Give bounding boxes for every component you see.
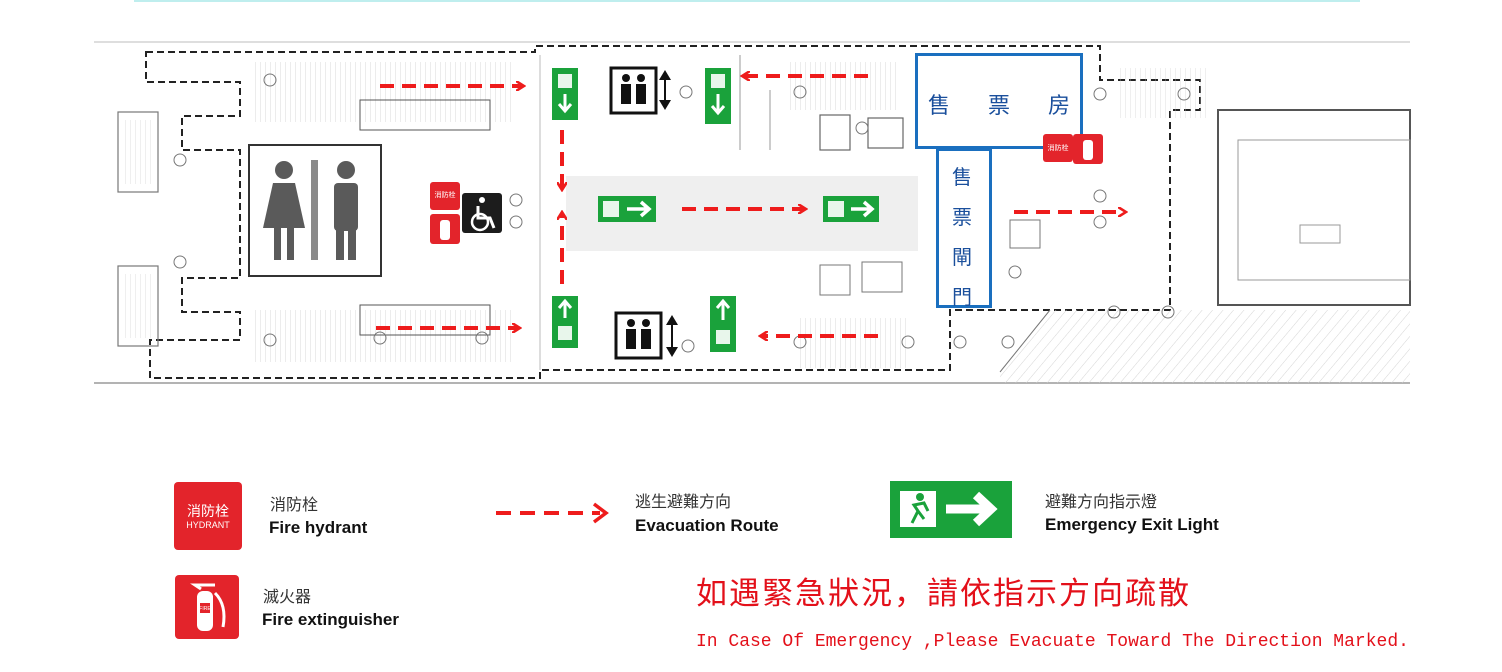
legend-exit-light-en: Emergency Exit Light bbox=[1045, 515, 1219, 534]
legend-exit-light-icon bbox=[890, 481, 1012, 538]
hydrant-icon-label: 消防栓 bbox=[1048, 143, 1069, 152]
ticket-gate-room: 售 票 閘 門 bbox=[936, 148, 992, 309]
ticket-office-char: 房 bbox=[1048, 94, 1071, 119]
legend-extinguisher-icon: FIRE bbox=[175, 575, 239, 639]
ticket-gate-char: 售 bbox=[952, 165, 972, 189]
evacuation-routes bbox=[376, 76, 1124, 336]
legend-route-zh: 逃生避難方向 bbox=[635, 492, 732, 511]
ticket-gate-char: 票 bbox=[952, 205, 972, 229]
legend-hydrant-icon-en: HYDRANT bbox=[186, 520, 230, 530]
ticket-office-char: 售 bbox=[928, 94, 951, 119]
exit-sign-icon bbox=[598, 196, 656, 222]
legend-hydrant-zh: 消防栓 bbox=[270, 495, 319, 514]
legend-route-en: Evacuation Route bbox=[635, 516, 779, 535]
legend-hydrant-en: Fire hydrant bbox=[269, 518, 368, 537]
legend-hydrant-icon: 消防栓 HYDRANT bbox=[174, 482, 242, 550]
emergency-notice-zh: 如遇緊急狀況，請依指示方向疏散 bbox=[696, 576, 1191, 612]
hydrant-icon: 消防栓 bbox=[1043, 134, 1073, 162]
elevator-icon bbox=[614, 311, 678, 360]
wheelchair-icon bbox=[462, 193, 502, 233]
exit-sign-icon bbox=[552, 296, 578, 348]
extinguisher-icon bbox=[1073, 134, 1103, 164]
legend-route-arrow-icon bbox=[496, 502, 609, 524]
legend-extinguisher-icon-text: FIRE bbox=[199, 606, 211, 612]
legend-exit-light-zh: 避難方向指示燈 bbox=[1045, 492, 1158, 511]
exit-sign-icon bbox=[552, 68, 578, 120]
exit-sign-icon bbox=[823, 196, 879, 222]
restroom-icon bbox=[248, 144, 382, 277]
legend-extinguisher-zh: 滅火器 bbox=[263, 587, 312, 606]
legend-hydrant-icon-zh: 消防栓 bbox=[187, 504, 229, 520]
ticket-office-char: 票 bbox=[988, 94, 1011, 119]
ticket-gate-char: 門 bbox=[952, 285, 972, 309]
top-rule bbox=[134, 0, 1360, 2]
exit-sign-icon bbox=[705, 68, 731, 124]
legend-extinguisher-en: Fire extinguisher bbox=[262, 610, 399, 629]
ticket-office-room: 售 票 房 bbox=[915, 53, 1083, 149]
ticket-gate-char: 閘 bbox=[952, 245, 972, 269]
extinguisher-icon bbox=[430, 214, 460, 244]
exit-sign-icon bbox=[710, 296, 736, 352]
emergency-notice-en: In Case Of Emergency ,Please Evacuate To… bbox=[696, 632, 1409, 652]
hydrant-icon-label: 消防栓 bbox=[435, 190, 456, 199]
elevator-icon bbox=[609, 66, 671, 115]
hydrant-icon: 消防栓 bbox=[430, 182, 460, 210]
